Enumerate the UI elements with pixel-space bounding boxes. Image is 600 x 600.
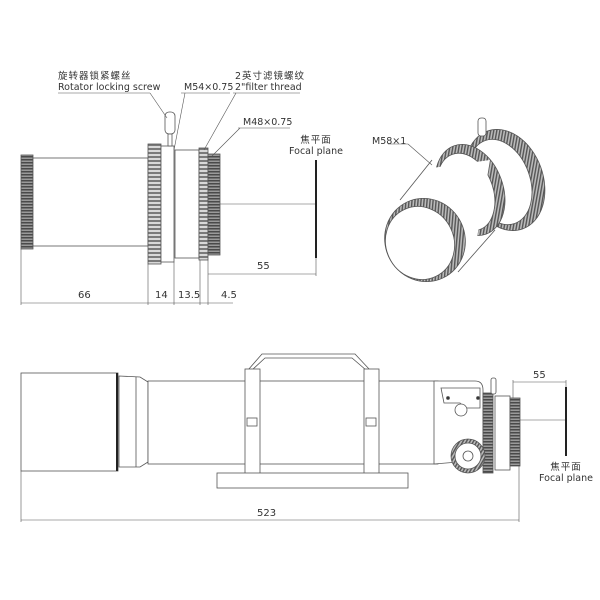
rotator-ring-bottom [482, 392, 494, 474]
focal-plane-label-en: Focal plane [289, 146, 343, 157]
top-dimension-lines [20, 249, 317, 305]
focuser-adapter [494, 395, 511, 471]
dew-shield [20, 372, 119, 472]
dovetail-bar [216, 472, 409, 489]
m54-ring [198, 147, 209, 261]
rotator-collar [160, 145, 175, 263]
telescope-side-view [20, 353, 567, 489]
dim-14: 14 [155, 290, 168, 301]
dim-55-top: 55 [257, 261, 270, 272]
m48-ring [207, 153, 221, 256]
carry-handle [247, 353, 371, 371]
m48-thread-label: M48×0.75 [243, 117, 293, 128]
focal-plane-label-cn: 焦平面 [300, 135, 332, 146]
rotator-ring [147, 143, 162, 265]
dim-523: 523 [257, 508, 277, 519]
bottom-dimension-lines [20, 380, 567, 522]
objective-cell [118, 375, 149, 468]
end-cap-knurl [20, 154, 34, 250]
bottom-locking-screw [490, 377, 497, 395]
focal-plane-label-bottom-cn: 焦平面 [550, 462, 582, 473]
callout-leaders [58, 92, 300, 157]
dim-55-bottom: 55 [533, 370, 546, 381]
main-tube [147, 380, 439, 465]
rotator-locking-screw [164, 111, 176, 135]
focal-plane-label-bottom-en: Focal plane [539, 473, 593, 484]
m48-ring-bottom [509, 397, 521, 467]
filter-thread-label-en: 2"filter thread [235, 82, 302, 93]
dim-13-5: 13.5 [178, 290, 201, 301]
rotator-screw-label-cn: 旋转器锁紧螺丝 [58, 71, 132, 82]
isometric-view [384, 117, 546, 283]
dim-4-5: 4.5 [221, 290, 237, 301]
m54-thread-label: M54×0.75 [184, 82, 234, 93]
dim-66: 66 [78, 290, 91, 301]
filter-thread-label-cn: 2英寸滤镜螺纹 [235, 71, 306, 82]
rotator-screw-label-en: Rotator locking screw [58, 82, 161, 93]
m58-thread-label: M58×1 [372, 136, 407, 147]
side-view-drawtube [20, 111, 317, 265]
iso-locking-screw [477, 117, 487, 137]
drawtube-body [32, 157, 149, 247]
m54-section [174, 149, 200, 259]
